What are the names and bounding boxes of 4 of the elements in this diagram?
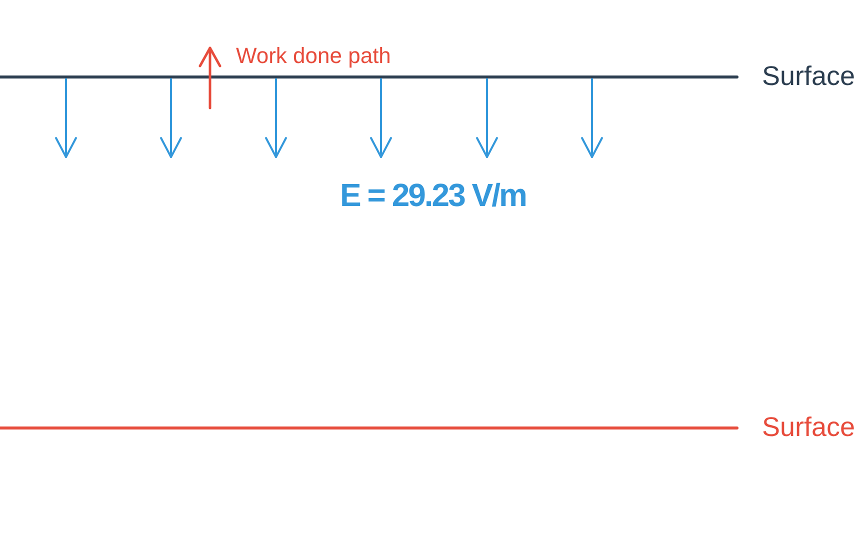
surface-label: Surface <box>762 411 856 444</box>
surface-label: Surface <box>762 60 856 93</box>
path-label: Work done path <box>236 42 391 70</box>
field-strength-label: E = 29.23 V/m <box>340 176 526 214</box>
